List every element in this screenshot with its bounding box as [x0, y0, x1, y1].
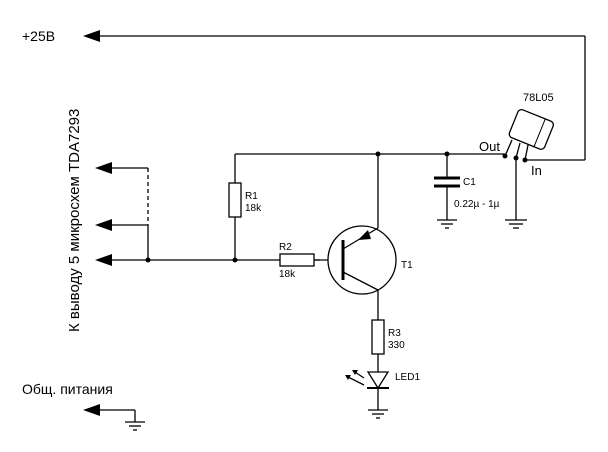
- r3-value: 330: [388, 340, 405, 351]
- regulator-78l05: [502, 108, 554, 163]
- supply-arrow: [83, 30, 100, 42]
- r3-label: R3: [388, 328, 401, 339]
- regulator-ground: [505, 158, 527, 229]
- vertical-label: К выводу 5 микросхем TDA7293: [66, 109, 83, 332]
- transistor-t1: [327, 154, 397, 320]
- supply-rail: [83, 30, 586, 161]
- resistor-r1: [228, 154, 242, 260]
- capacitor-c1: [434, 154, 460, 229]
- regulator-label: 78L05: [523, 92, 554, 104]
- c1-label: C1: [463, 177, 476, 188]
- out-rail: [235, 151, 505, 157]
- resistor-r3: [371, 319, 385, 372]
- led1: [345, 370, 390, 419]
- r1-value: 18k: [245, 203, 262, 214]
- r2-value: 18k: [279, 269, 296, 280]
- left-outputs: [95, 162, 320, 266]
- led1-label: LED1: [395, 372, 420, 383]
- out-label: Out: [479, 139, 500, 154]
- t1-label: T1: [401, 260, 413, 271]
- supply-label: +25B: [22, 28, 55, 44]
- r1-label: R1: [245, 191, 258, 202]
- in-label: In: [531, 163, 542, 178]
- c1-value: 0.22µ - 1µ: [454, 199, 500, 210]
- r2-label: R2: [279, 242, 292, 253]
- common-label: Общ. питания: [22, 381, 113, 397]
- common-ground: [83, 404, 145, 431]
